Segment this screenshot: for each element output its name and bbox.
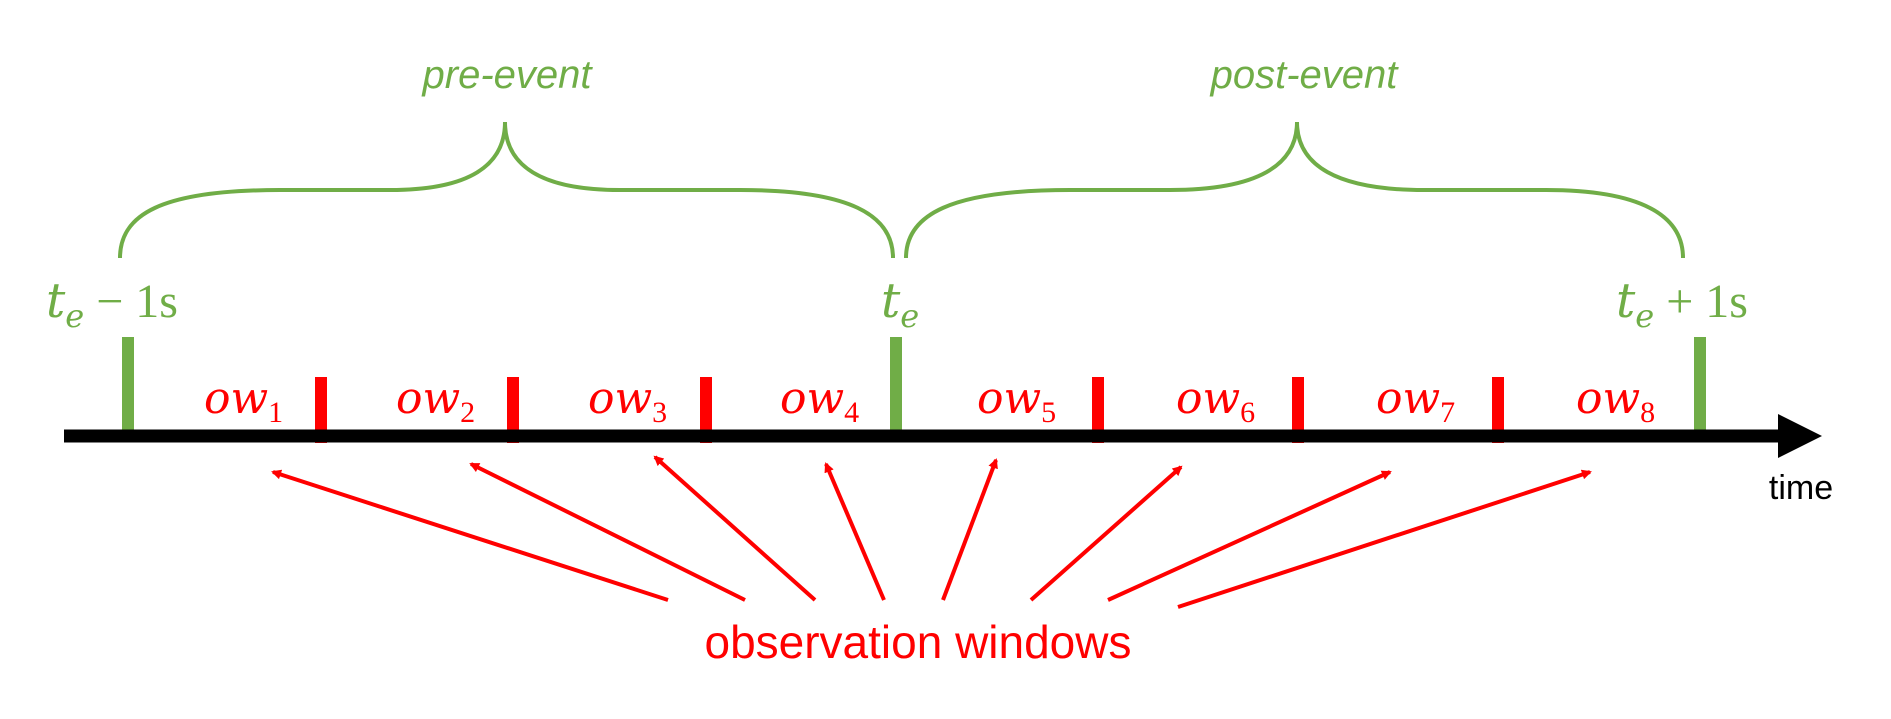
window-arrow-1 bbox=[271, 469, 669, 602]
window-arrow-3 bbox=[653, 455, 817, 602]
time-axis-arrowhead bbox=[1778, 414, 1822, 458]
window-label-5-sub: 5 bbox=[1041, 396, 1056, 429]
window-boundary-tick bbox=[315, 377, 327, 443]
window-label-5-base: ow bbox=[977, 373, 1041, 424]
window-label-7-base: ow bbox=[1376, 373, 1440, 424]
start-marker-label: te − 1s bbox=[46, 273, 178, 335]
window-label-2-sub: 2 bbox=[460, 396, 475, 429]
event-marker-tick bbox=[890, 337, 902, 430]
window-label-6-sub: 6 bbox=[1240, 396, 1255, 429]
time-axis-label: time bbox=[1769, 469, 1833, 507]
window-boundary-tick bbox=[1092, 377, 1104, 443]
event-marker-sub: e bbox=[900, 297, 919, 335]
window-label-1-base: ow bbox=[204, 373, 268, 424]
observation-windows-caption: observation windows bbox=[704, 616, 1131, 668]
window-label-3-sub: 3 bbox=[652, 396, 667, 429]
window-label-3: ow3 bbox=[588, 373, 667, 429]
start-marker-tick bbox=[122, 337, 134, 430]
window-boundary-tick bbox=[1492, 377, 1504, 443]
window-arrow-5 bbox=[941, 458, 998, 601]
window-arrow-6 bbox=[1029, 465, 1183, 602]
window-label-2: ow2 bbox=[396, 373, 475, 429]
pre-event-label: pre-event bbox=[422, 53, 594, 97]
pre-event-brace bbox=[118, 121, 895, 259]
event-marker-label: te bbox=[881, 273, 919, 335]
end-marker-base: t bbox=[1616, 273, 1636, 329]
window-arrow-8 bbox=[1177, 469, 1592, 609]
window-arrow-4 bbox=[824, 462, 886, 601]
window-label-8-sub: 8 bbox=[1640, 396, 1655, 429]
window-boundary-tick bbox=[700, 377, 712, 443]
window-label-1: ow1 bbox=[204, 373, 283, 429]
window-label-4: ow4 bbox=[780, 373, 859, 429]
window-label-7: ow7 bbox=[1376, 373, 1455, 429]
window-label-7-sub: 7 bbox=[1440, 396, 1455, 429]
start-marker-suffix: − 1s bbox=[84, 275, 178, 328]
window-boundary-tick bbox=[1292, 377, 1304, 443]
window-label-1-sub: 1 bbox=[268, 396, 283, 429]
window-arrow-7 bbox=[1107, 470, 1392, 602]
window-label-8: ow8 bbox=[1576, 373, 1655, 429]
post-event-brace bbox=[904, 121, 1685, 259]
start-marker-sub: e bbox=[65, 297, 84, 335]
window-label-4-base: ow bbox=[780, 373, 844, 424]
post-event-label: post-event bbox=[1210, 53, 1400, 97]
end-marker-suffix: + 1s bbox=[1654, 275, 1748, 328]
end-marker-label: te + 1s bbox=[1616, 273, 1748, 335]
end-marker-sub: e bbox=[1635, 297, 1654, 335]
window-label-5: ow5 bbox=[977, 373, 1056, 429]
window-label-8-base: ow bbox=[1576, 373, 1640, 424]
start-marker-base: t bbox=[46, 273, 66, 329]
event-marker-base: t bbox=[881, 273, 901, 329]
window-label-2-base: ow bbox=[396, 373, 460, 424]
window-label-6: ow6 bbox=[1176, 373, 1255, 429]
window-boundary-tick bbox=[507, 377, 519, 443]
window-label-6-base: ow bbox=[1176, 373, 1240, 424]
window-arrow-2 bbox=[469, 462, 746, 602]
end-marker-tick bbox=[1694, 337, 1706, 430]
window-label-4-sub: 4 bbox=[844, 396, 859, 429]
window-label-3-base: ow bbox=[588, 373, 652, 424]
